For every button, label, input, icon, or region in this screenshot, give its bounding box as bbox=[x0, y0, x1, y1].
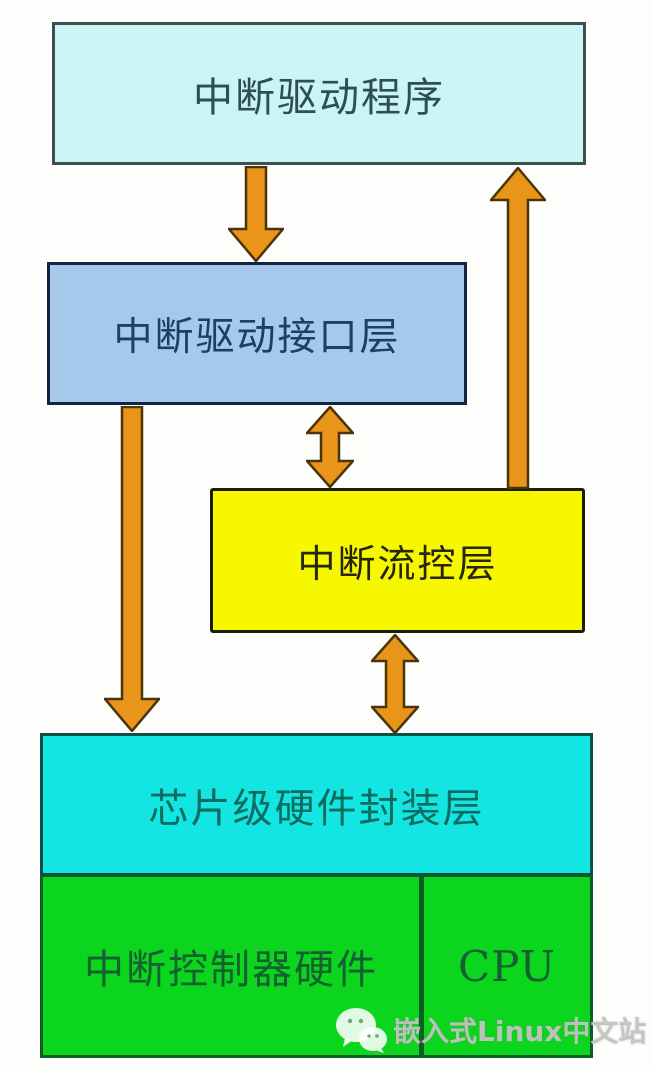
box-flow-control-layer: 中断流控层 bbox=[210, 488, 585, 633]
box-cpu-label: CPU bbox=[457, 941, 557, 991]
box-driver-interface-layer: 中断驱动接口层 bbox=[47, 262, 467, 405]
box-interrupt-driver-label: 中断驱动程序 bbox=[193, 74, 445, 121]
arrow-driver-to-interface-down-icon bbox=[228, 166, 284, 262]
box-cpu: CPU bbox=[422, 875, 593, 1058]
box-interrupt-driver: 中断驱动程序 bbox=[52, 22, 586, 165]
box-driver-interface-layer-label: 中断驱动接口层 bbox=[113, 314, 401, 360]
box-chip-hw-encapsulation-layer-label: 芯片级硬件封装层 bbox=[148, 785, 485, 832]
box-flow-control-layer-label: 中断流控层 bbox=[297, 542, 498, 586]
arrow-flowctrl-chip-bidirectional-icon bbox=[371, 634, 419, 734]
box-interrupt-controller-hw-label: 中断控制器硬件 bbox=[84, 947, 378, 993]
box-interrupt-controller-hw: 中断控制器硬件 bbox=[40, 875, 422, 1058]
arrow-interface-to-chip-down-icon bbox=[104, 406, 160, 732]
arrow-flowctrl-to-driver-up-icon bbox=[490, 167, 546, 489]
arrow-interface-flowctrl-bidirectional-icon bbox=[306, 406, 354, 488]
box-chip-hw-encapsulation-layer: 芯片级硬件封装层 bbox=[40, 733, 593, 875]
